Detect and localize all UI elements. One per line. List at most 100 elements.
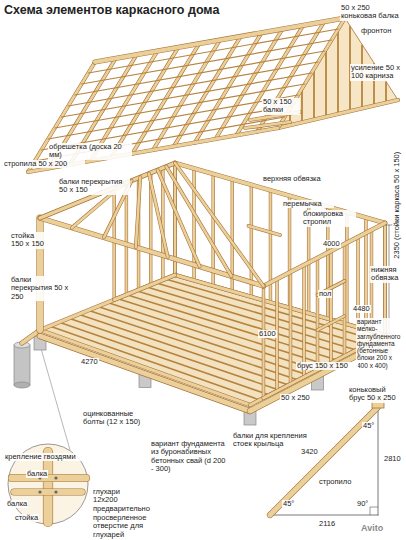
- floor-joist: [175, 275, 385, 335]
- wall-stud: [269, 190, 271, 302]
- part-label: усиление 50 x 100 карниза: [350, 64, 404, 81]
- rim-joist: [40, 330, 250, 405]
- part-label: пол: [318, 290, 332, 298]
- part-label: 45°: [362, 422, 375, 430]
- bottom-plate: [175, 275, 385, 335]
- roof-batten: [82, 40, 332, 84]
- rafter-scheme: [270, 407, 378, 515]
- detail-beam: [14, 489, 82, 495]
- gable-stud: [301, 90, 303, 123]
- lag-bolt: [38, 490, 41, 493]
- bottom-plate: [114, 275, 175, 300]
- wall-stud: [316, 258, 319, 370]
- wall-stud: [329, 251, 332, 363]
- bottom-plate: [175, 275, 385, 335]
- gable-stud: [313, 70, 315, 120]
- dimension-line: [270, 515, 378, 516]
- part-label: блокировка стропил: [302, 210, 356, 227]
- part-label: 50 x 250: [280, 394, 311, 402]
- part-label: стропило: [318, 478, 352, 486]
- ceiling-joist: [149, 174, 168, 257]
- roof-batten: [62, 73, 312, 117]
- part-label: 3420: [300, 448, 319, 456]
- wall-stud: [330, 251, 332, 363]
- lag-bolt: [54, 490, 57, 493]
- part-label: перемычка: [282, 200, 334, 208]
- gable-stud: [325, 50, 327, 117]
- part-label: 4480: [352, 305, 371, 313]
- ceiling-joist: [175, 163, 264, 286]
- part-label: верхняя обвязка: [262, 175, 334, 183]
- part-label: балка: [26, 470, 48, 478]
- gable-stud: [337, 30, 339, 114]
- roof-batten: [35, 117, 285, 161]
- part-label: вариант фундамента из буронабивных бетон…: [150, 440, 230, 474]
- part-label: брус 150 x 150: [296, 362, 358, 370]
- part-label: обрешетка (доска 20 мм): [48, 143, 132, 160]
- bored-pile: [14, 345, 30, 385]
- wall-stud: [289, 272, 292, 384]
- roof-beam: [245, 122, 290, 128]
- floor-platform: [40, 275, 385, 405]
- ceiling-joist: [166, 167, 231, 277]
- detail-leader: [40, 345, 70, 450]
- floor-joist: [59, 322, 269, 395]
- floor-joist: [156, 283, 366, 345]
- wall-stud: [113, 188, 115, 300]
- part-label: балки перекрытия 50 x 150: [58, 178, 130, 195]
- part-label: коньковый брус 50 x 250: [348, 386, 402, 403]
- dimension-tick: [386, 225, 392, 226]
- ceiling-joist: [136, 177, 141, 247]
- wall-stud: [125, 183, 128, 295]
- part-label: 4270: [80, 358, 99, 366]
- part-label: балки для крепления стоек крыльца: [232, 432, 314, 449]
- part-label: 50 x 250 коньковая балка: [340, 4, 404, 21]
- floor-joist: [79, 314, 289, 385]
- part-label: стропила 50 x 200: [3, 160, 85, 168]
- lintel: [249, 226, 281, 235]
- ceiling-joist: [158, 170, 200, 267]
- wall-stud: [289, 272, 291, 384]
- ceiling-joist: [166, 167, 231, 277]
- part-label: вариант мелко-заглубленного фундамента (…: [356, 318, 404, 369]
- roof-batten: [88, 29, 338, 73]
- bored-pile: [14, 382, 30, 388]
- part-label: фронтон: [360, 27, 402, 35]
- ridge-beam: [95, 18, 345, 62]
- sill: [318, 316, 345, 330]
- wall-stud: [343, 244, 346, 356]
- part-label: стойка 150 x 150: [10, 232, 48, 249]
- floor-joist: [40, 330, 250, 405]
- top-plate: [264, 223, 386, 286]
- rim-joist: [40, 330, 250, 405]
- ceiling-joist: [149, 174, 168, 257]
- ridge-beam: [95, 18, 345, 62]
- part-label: 2810: [383, 455, 402, 463]
- part-label: 90°: [356, 500, 369, 508]
- rafter-scheme: [270, 407, 378, 515]
- rim-joist: [175, 275, 385, 335]
- wall-stud: [125, 183, 127, 295]
- wall-stud: [113, 188, 116, 300]
- part-label: крепление гвоздями: [4, 453, 86, 461]
- sill: [318, 316, 345, 330]
- part-label: глухари 12x200: [92, 488, 138, 505]
- floor-joist: [50, 326, 260, 400]
- bottom-plate: [114, 275, 175, 300]
- dimension-label: 2350 (стойки каркаса 50 x 150): [393, 151, 401, 260]
- ceiling-joist: [158, 170, 200, 267]
- lintel: [249, 226, 281, 235]
- part-label: 4000: [322, 240, 341, 248]
- detail-post: [43, 452, 53, 522]
- part-label: балки перекрытия 50 x 250: [10, 276, 70, 301]
- part-label: 2116: [318, 520, 336, 528]
- part-label: предварительно просверленное отверстие д…: [92, 505, 166, 539]
- detail-beam: [14, 488, 82, 495]
- detail-beam: [12, 475, 86, 482]
- wall-stud: [303, 265, 305, 377]
- part-label: 6100: [258, 330, 277, 338]
- wall-stud: [316, 258, 318, 370]
- dimension-line: [378, 410, 379, 515]
- rim-joist: [175, 275, 385, 335]
- top-plate: [264, 223, 386, 286]
